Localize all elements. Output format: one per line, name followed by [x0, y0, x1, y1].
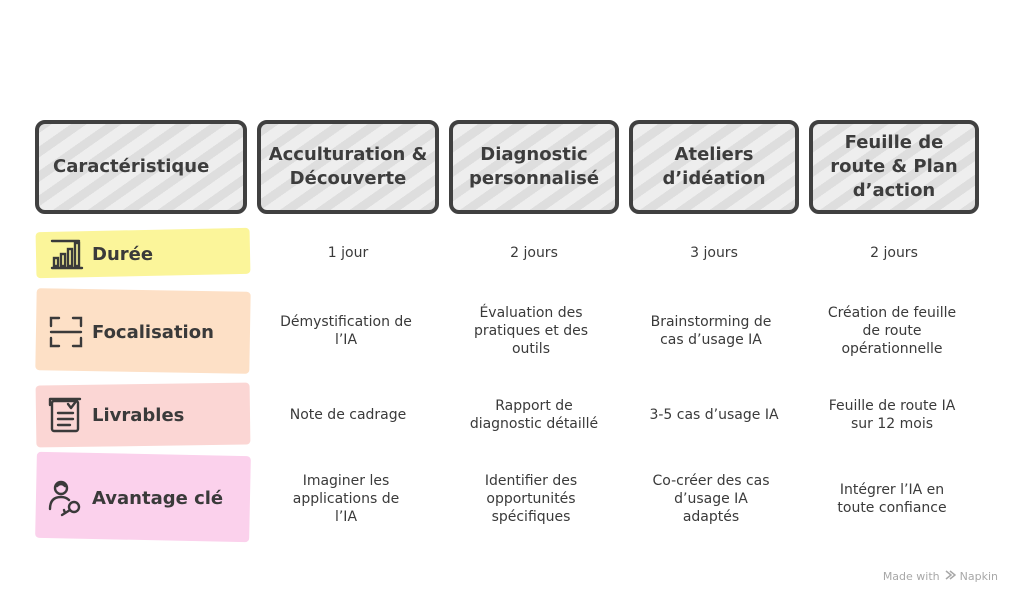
row-label-livrables: Livrables — [48, 394, 184, 436]
header-column-4: Feuille de route & Plan d’action — [809, 120, 979, 214]
focus-frame-icon — [48, 315, 84, 349]
napkin-logo-icon — [944, 569, 956, 584]
header-column-3: Ateliers d’idéation — [629, 120, 799, 214]
cell-duree-4: 2 jours — [870, 245, 918, 261]
cell-livrables-3: 3-5 cas d’usage IA — [649, 407, 779, 423]
cell-duree-3: 3 jours — [690, 245, 738, 261]
bar-chart-icon — [48, 238, 84, 270]
row-label-text: Focalisation — [92, 321, 214, 343]
cell-livrables-1: Note de cadrage — [289, 407, 407, 423]
user-key-icon — [48, 479, 84, 517]
cell-avantage-3: Co-créer des cas d’usage IA adaptés — [652, 473, 770, 525]
row-label-avantage: Avantage clé — [48, 478, 223, 518]
row-label-text: Avantage clé — [92, 487, 224, 509]
cell-duree-1: 1 jour — [327, 245, 369, 261]
row-label-focalisation: Focalisation — [48, 314, 214, 350]
cell-avantage-2: Identifier des opportunités spécifiques — [484, 473, 578, 525]
napkin-brand: Napkin — [959, 570, 998, 583]
header-characteristic-label: Caractéristique — [53, 156, 210, 177]
header-characteristic: Caractéristique — [35, 120, 247, 214]
header-column-label: Diagnostic personnalisé — [468, 144, 600, 189]
cell-focalisation-4: Création de feuille de route opérationne… — [827, 305, 957, 357]
cell-livrables-2: Rapport de diagnostic détaillé — [469, 398, 599, 432]
row-label-text: Livrables — [92, 404, 185, 426]
napkin-watermark: Made with Napkin — [883, 569, 998, 584]
cell-avantage-1: Imaginer les applications de l’IA — [292, 473, 400, 525]
cell-focalisation-1: Démystification de l’IA — [280, 314, 412, 348]
cell-livrables-4: Feuille de route IA sur 12 mois — [828, 398, 956, 432]
header-column-label: Ateliers d’idéation — [662, 144, 766, 189]
header-column-label: Acculturation & Découverte — [268, 144, 428, 189]
checklist-document-icon — [48, 395, 84, 435]
row-label-duree: Durée — [48, 238, 153, 270]
cell-focalisation-2: Évaluation des pratiques et des outils — [473, 305, 589, 357]
made-with-label: Made with — [882, 570, 940, 583]
header-column-1: Acculturation & Découverte — [257, 120, 439, 214]
cell-duree-2: 2 jours — [510, 245, 558, 261]
cell-avantage-4: Intégrer l’IA en toute confiance — [837, 482, 947, 516]
header-column-2: Diagnostic personnalisé — [449, 120, 619, 214]
row-label-text: Durée — [92, 243, 154, 265]
header-column-label: Feuille de route & Plan d’action — [830, 132, 958, 201]
cell-focalisation-3: Brainstorming de cas d’usage IA — [650, 314, 772, 348]
